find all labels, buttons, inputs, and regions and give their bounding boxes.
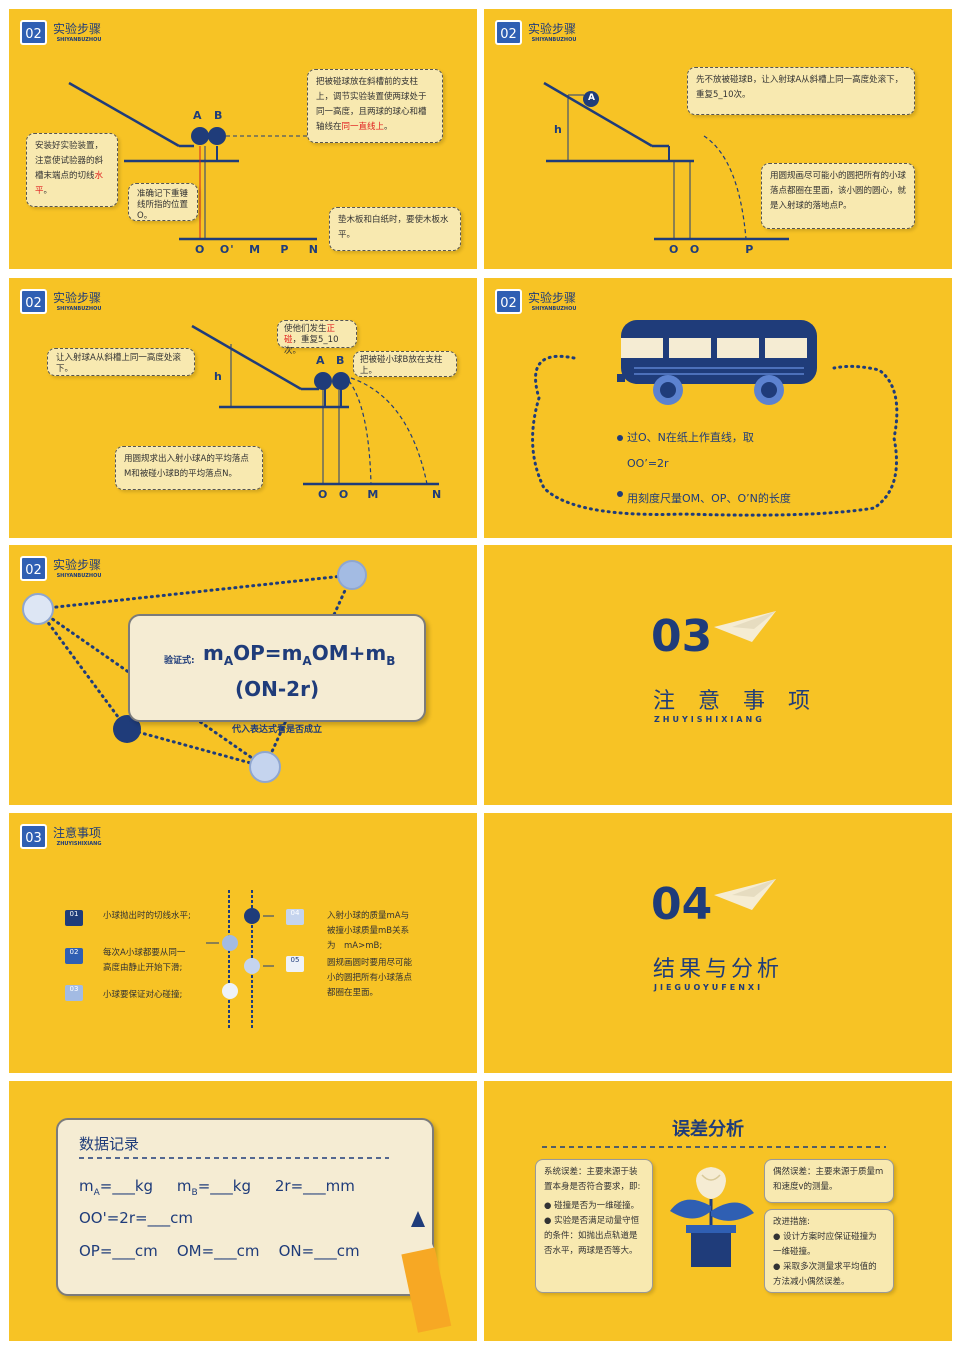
axis-labels: O O' M P N — [195, 243, 319, 256]
bullet-line-1: 过O、N在纸上作直线，取 — [627, 431, 754, 444]
improvement-title: 改进措施: — [773, 1217, 810, 1227]
bus-illustration — [531, 320, 899, 517]
section-number: 03 — [651, 611, 713, 662]
note-place-b: 把被碰小球B放在支柱上。 — [353, 351, 457, 377]
section-pinyin: SHIYANBUZHOU — [56, 306, 102, 312]
record-line-1: mA=___kg mB=___kg 2r=___mm — [79, 1177, 355, 1198]
section-badge: 02 — [495, 20, 522, 45]
section-title: 实验步骤 — [528, 22, 577, 36]
note-average: 用圆规求出入射小球A的平均落点M和被碰小球B的平均落点N。 — [115, 446, 263, 490]
section-badge: 02 — [20, 556, 47, 581]
slide-8[interactable]: 04 结果与分析 JIEGUOYUFENXI — [484, 813, 952, 1073]
axis-labels: O O M N — [318, 488, 442, 501]
section-pinyin: SHIYANBUZHOU — [531, 306, 577, 312]
record-line-3: OP=___cm OM=___cm ON=___cm — [79, 1242, 360, 1260]
item-number-4: 04 — [286, 909, 304, 925]
section-badge: 02 — [20, 20, 47, 45]
section-pinyin: JIEGUOYUFENXI — [654, 983, 764, 992]
analysis-title: 误差分析 — [672, 1119, 744, 1140]
record-line-2: OO'=2r=___cm — [79, 1209, 193, 1227]
section-title: 注意事项 — [53, 826, 102, 840]
slide-6[interactable]: 03 注 意 事 项 ZHUYISHIXIANG — [484, 545, 952, 805]
formula-line-2: (ON-2r) — [235, 677, 320, 701]
section-badge: 02 — [20, 289, 47, 314]
section-title: 实验步骤 — [53, 22, 102, 36]
section-badge: 03 — [20, 824, 47, 849]
section-number: 04 — [651, 879, 713, 930]
slide-3[interactable]: 02 实验步骤 SHIYANBUZHOU h A B O O M N 让入射球A… — [9, 278, 477, 538]
network-decoration — [22, 560, 367, 783]
system-error-text: 系统误差：主要来源于装置本身是否符合要求，即: — [544, 1167, 641, 1192]
note-board: 垫木板和白纸时，要使木板水平。 — [329, 207, 461, 251]
slide-1[interactable]: 02 实验步骤 SHIYANBUZHOU A B O O' M P N 安装好实… — [9, 9, 477, 269]
paper-plane-icon — [714, 611, 776, 642]
bullet-line-2: 用刻度尺量OM、OP、O’N的长度 — [627, 492, 791, 505]
accidental-error-box: 偶然误差：主要来源于质量m和速度v的测量。 — [764, 1159, 894, 1203]
item-number-1: 01 — [65, 910, 83, 926]
improvement-box: 改进措施: ● 设计方案时应保证碰撞为一维碰撞。 ● 采取多次测量求平均值的方法… — [764, 1209, 894, 1293]
record-decoration — [79, 1157, 452, 1333]
height-label: h — [214, 370, 222, 383]
ball-a-label: A — [193, 109, 202, 122]
plant-illustration — [542, 1146, 886, 1267]
item-text-5: 圆规画圆时要用尽可能小的圆把所有小球落点都圈在里面。 — [327, 958, 413, 998]
slide-7[interactable]: 03 注意事项 ZHUYISHIXIANG 01 小球抛出时的切线水平; 02 … — [9, 813, 477, 1073]
slide-5[interactable]: 02 实验步骤 SHIYANBUZHOU 验证式: mAOP=mAOM+mB (… — [9, 545, 477, 805]
formula-caption: 代入表达式看是否成立 — [232, 725, 323, 735]
ball-a-label: A — [316, 354, 325, 367]
text-line-2: OO’=2r — [627, 457, 669, 470]
ball-b-label: B — [336, 354, 345, 367]
item-text-2: 每次A小球都要从同一高度由静止开始下滑; — [103, 948, 186, 973]
item-number-5: 05 — [286, 956, 304, 972]
note-plumb: 准确记下重锤线所指的位置O。 — [128, 183, 198, 221]
formula-line-1: mAOP=mAOM+mB — [203, 641, 396, 668]
note-compass: 用圆规画尽可能小的圆把所有的小球落点都圈在里面，该小圆的圆心，就是入射球的落地点… — [761, 163, 915, 229]
item-text-1: 小球抛出时的切线水平; — [103, 911, 191, 921]
section-badge: 02 — [495, 289, 522, 314]
section-title: 实验步骤 — [528, 291, 577, 305]
axis-labels: O O P — [669, 243, 754, 256]
section-pinyin: SHIYANBUZHOU — [56, 573, 102, 579]
section-pinyin: SHIYANBUZHOU — [531, 37, 577, 43]
formula-card — [128, 614, 426, 722]
note-release: 让入射球A从斜槽上同一高度处滚下。 — [47, 348, 195, 376]
section-title: 实验步骤 — [53, 291, 102, 305]
note-install: 安装好实验装置，注意使试验器的斜槽末端点的切线水平。 — [26, 133, 118, 207]
section-title: 注 意 事 项 — [653, 689, 818, 714]
collision-diagram — [191, 324, 439, 486]
release-diagram — [543, 81, 789, 241]
slide-4[interactable]: 02 实验步骤 SHIYANBUZHOU 过O、N在纸上作直线，取 OO’=2r… — [484, 278, 952, 538]
section-title: 结果与分析 — [653, 957, 784, 982]
note-target-ball: 把被碰球放在斜槽前的支柱上，调节实验装置使两球处于同一高度，且两球的球心和槽轴线… — [307, 69, 443, 143]
formula-prefix: 验证式: — [164, 656, 195, 666]
item-number-3: 03 — [65, 985, 83, 1001]
item-text-4: 入射小球的质量mA与被撞小球质量mB关系为 mA>mB; — [327, 911, 410, 951]
section-title: 实验步骤 — [53, 558, 102, 572]
system-error-box: 系统误差：主要来源于装置本身是否符合要求，即: ● 碰撞是否为一维碰撞。 ● 实… — [535, 1159, 653, 1293]
record-title: 数据记录 — [79, 1135, 140, 1153]
height-label: h — [554, 123, 562, 136]
ball-b-label: B — [214, 109, 223, 122]
paper-plane-icon — [714, 879, 776, 910]
slide-10[interactable]: 误差分析 系统误差：主要来源于装置本身是否符合要求，即: ● 碰撞是否为一维碰撞… — [484, 1081, 952, 1341]
section-pinyin: ZHUYISHIXIANG — [56, 841, 102, 847]
note-collide: 使他们发生正碰，重复5_10次。 — [277, 320, 357, 356]
improvement-bullet-1: ● 设计方案时应保证碰撞为一维碰撞。 — [773, 1232, 877, 1257]
system-error-bullet-1: ● 碰撞是否为一维碰撞。 — [544, 1201, 640, 1211]
apparatus-diagram — [68, 81, 317, 241]
item-text-3: 小球要保证对心碰撞; — [103, 990, 183, 1000]
note-release: 先不放被碰球B，让入射球A从斜槽上同一高度处滚下，重复5_10次。 — [687, 67, 915, 115]
record-card — [56, 1118, 434, 1296]
section-pinyin: ZHUYISHIXIANG — [654, 715, 765, 724]
improvement-bullet-2: ● 采取多次测量求平均值的方法减小偶然误差。 — [773, 1262, 877, 1287]
timeline-decoration — [206, 888, 274, 1028]
slide-2[interactable]: 02 实验步骤 SHIYANBUZHOU A h O O P 先不放被碰球B，让… — [484, 9, 952, 269]
slide-9[interactable]: 数据记录 mA=___kg mB=___kg 2r=___mm OO'=2r=_… — [9, 1081, 477, 1341]
ball-a-label: A — [588, 93, 595, 103]
item-number-2: 02 — [65, 948, 83, 964]
section-pinyin: SHIYANBUZHOU — [56, 37, 102, 43]
system-error-bullet-2: ● 实验是否满足动量守恒的条件：如抛出点轨道是否水平，两球是否等大。 — [544, 1216, 640, 1256]
